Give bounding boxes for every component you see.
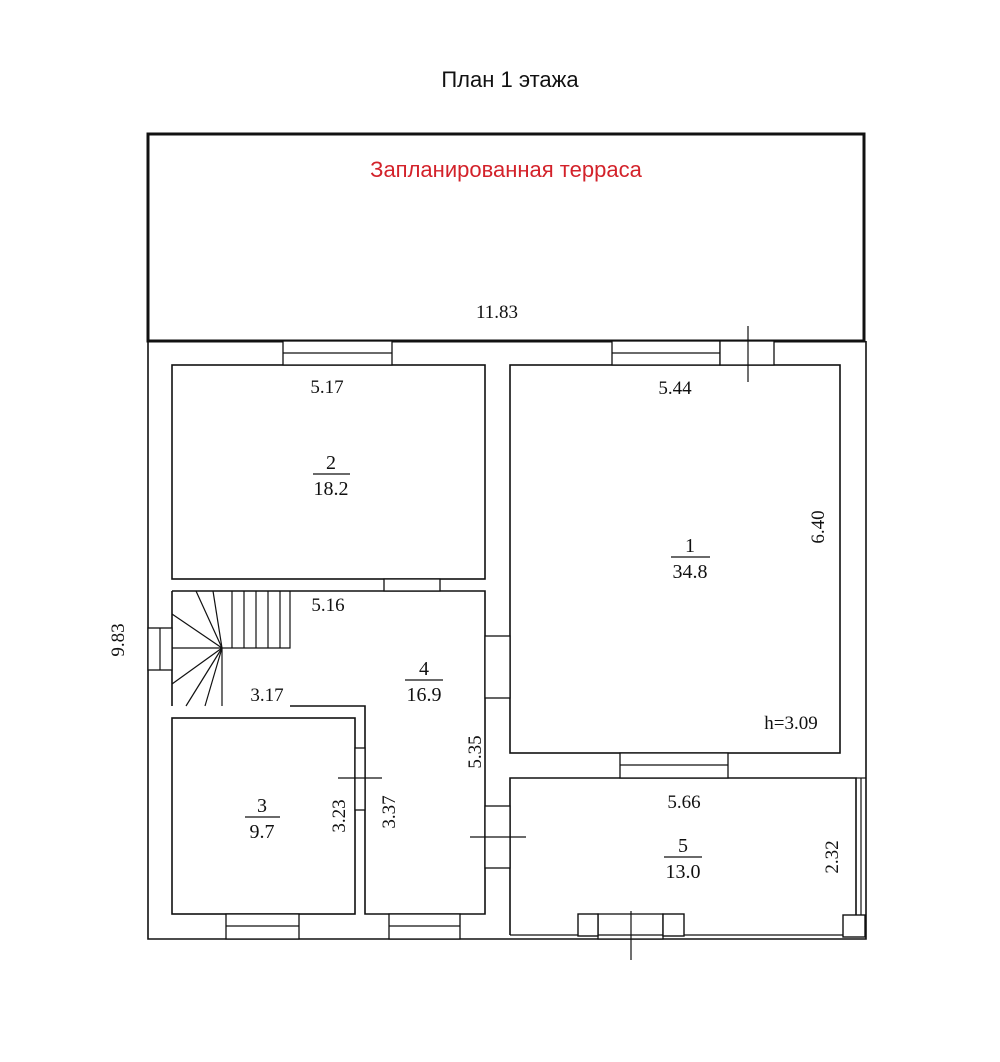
doors xyxy=(338,326,866,960)
room-5-depth-dimension: 2.32 xyxy=(822,840,843,873)
room-area: 18.2 xyxy=(314,478,349,500)
stair-width-dimension: 3.17 xyxy=(250,685,283,706)
room-1-ceiling-height: h=3.09 xyxy=(764,713,817,734)
room-2-label: 2 18.2 xyxy=(313,452,350,500)
room-5-width-dimension: 5.66 xyxy=(667,792,700,813)
room-area: 9.7 xyxy=(250,821,275,843)
room-number: 1 xyxy=(685,535,695,557)
overall-height-dimension: 9.83 xyxy=(108,623,129,656)
plan-title: План 1 этажа xyxy=(441,67,579,92)
corridor-depth-dimension: 3.37 xyxy=(379,795,400,828)
room-3-depth-dimension: 3.23 xyxy=(329,799,350,832)
room-1-depth-dimension: 6.40 xyxy=(808,510,829,543)
room-4-depth-dimension: 5.35 xyxy=(465,735,486,768)
room-1-outline xyxy=(509,364,841,754)
room-number: 4 xyxy=(419,658,429,680)
room-4-label: 4 16.9 xyxy=(405,658,443,706)
room-4-outline xyxy=(290,590,486,915)
room-4-width-dimension: 5.16 xyxy=(311,595,344,616)
room-1-label: 1 34.8 xyxy=(671,535,710,583)
terrace-width-dimension: 11.83 xyxy=(476,302,518,323)
terrace-outline xyxy=(146,132,866,343)
columns xyxy=(577,913,866,938)
windows xyxy=(147,340,729,940)
room-5-label: 5 13.0 xyxy=(664,835,702,883)
room-number: 3 xyxy=(257,795,267,817)
room-1-width-dimension: 5.44 xyxy=(658,378,692,399)
room-area: 34.8 xyxy=(673,561,708,583)
room-3-label: 3 9.7 xyxy=(245,795,280,843)
terrace-label: Запланированная терраса xyxy=(370,157,642,182)
room-area: 13.0 xyxy=(666,861,701,883)
room-2-width-dimension: 5.17 xyxy=(310,377,343,398)
room-number: 2 xyxy=(326,452,336,474)
staircase xyxy=(171,590,291,707)
room-number: 5 xyxy=(678,835,688,857)
room-area: 16.9 xyxy=(407,684,442,706)
